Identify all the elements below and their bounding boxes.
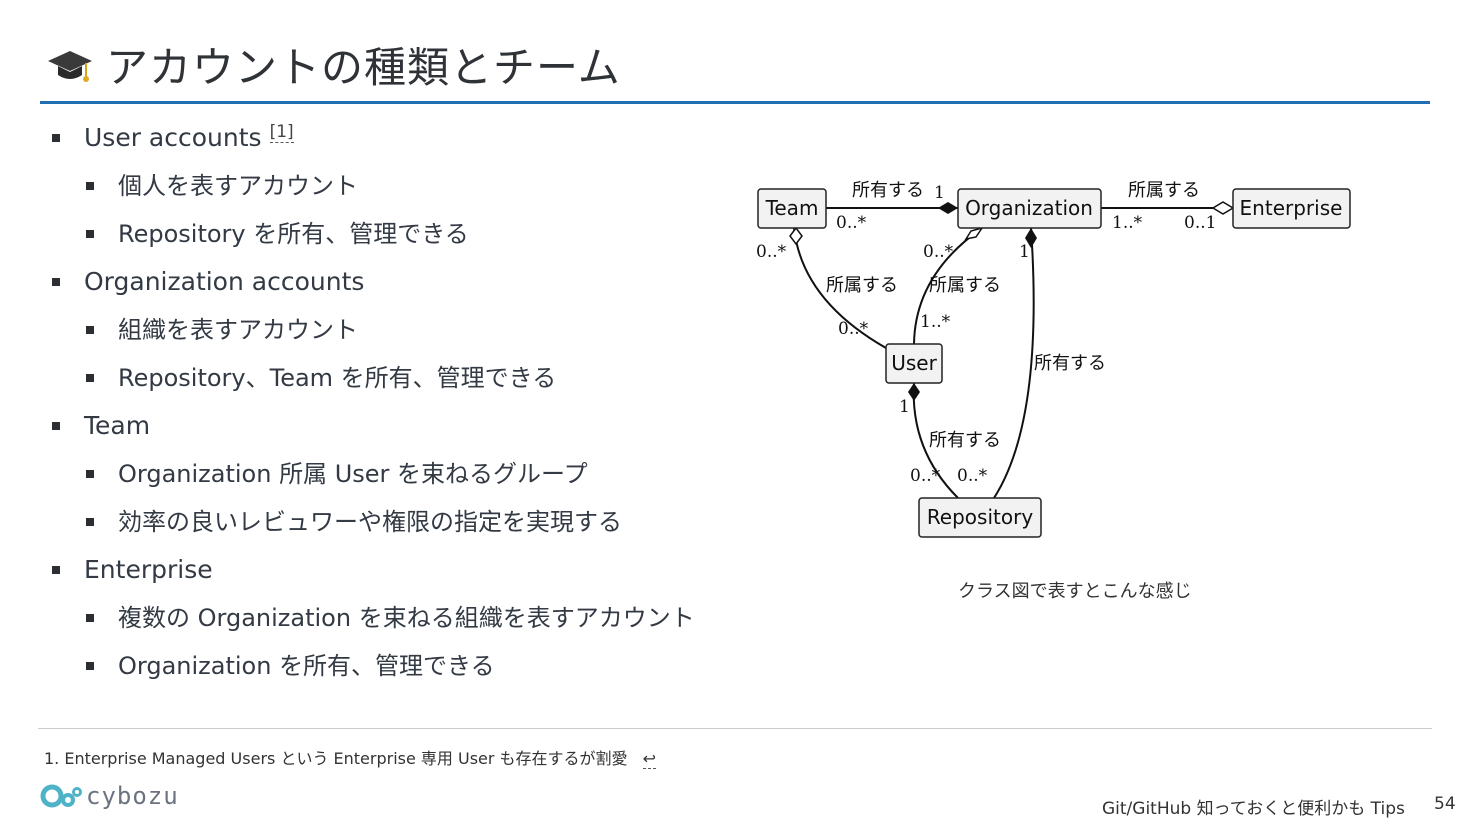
bullet-marker — [86, 614, 94, 622]
aggregation-diamond — [964, 226, 984, 241]
edge-org-repo — [993, 227, 1035, 499]
footnote-number: 1. — [44, 749, 60, 768]
bullet-marker — [52, 422, 60, 430]
class-name: Enterprise — [1240, 196, 1343, 220]
list-item: 個人を表すアカウント — [50, 164, 730, 212]
multiplicity-label: 0..* — [910, 466, 941, 486]
footer-title: Git/GitHub 知っておくと便利かも Tips — [1102, 799, 1405, 819]
cybozu-logo-icon — [40, 784, 82, 808]
list-item: Repository、Team を所有、管理できる — [50, 356, 730, 404]
edge-label: 所有する — [1034, 353, 1106, 374]
list-item-text: User accounts — [84, 123, 262, 152]
composition-diamond — [938, 202, 958, 214]
footnote-ref-link[interactable]: [1] — [269, 121, 294, 143]
bullet-marker — [86, 374, 94, 382]
multiplicity-label: 1..* — [1112, 213, 1143, 233]
multiplicity-label: 1 — [934, 183, 945, 203]
diagram-caption: クラス図で表すとこんな感じ — [958, 581, 1192, 602]
edge-label: 所属する — [826, 275, 898, 296]
list-item-text: Repository を所有、管理できる — [118, 220, 469, 248]
list-item-text: Repository、Team を所有、管理できる — [118, 364, 557, 392]
composition-diamond — [1025, 228, 1037, 248]
bullet-marker — [86, 230, 94, 238]
bullet-marker — [86, 326, 94, 334]
edge-label: 所有する — [852, 180, 924, 201]
edge-label: 所属する — [929, 275, 1001, 296]
list-item-text: Organization を所有、管理できる — [118, 652, 495, 680]
aggregation-diamond — [1211, 201, 1235, 215]
class-name: Team — [765, 196, 819, 220]
page-number: 54 — [1434, 794, 1456, 814]
footnote-divider — [38, 728, 1432, 729]
footnote-text: Enterprise Managed Users という Enterprise … — [64, 749, 628, 768]
bullet-marker — [86, 182, 94, 190]
logo-text: cybozu — [86, 782, 179, 810]
class-box-enterprise: Enterprise — [1232, 188, 1351, 229]
class-name: Repository — [927, 505, 1034, 529]
multiplicity-label: 0..1 — [1184, 213, 1216, 233]
bullet-marker — [86, 470, 94, 478]
list-item-text: 効率の良いレビュワーや権限の指定を実現する — [118, 508, 622, 536]
title-underline — [40, 101, 1430, 104]
list-item-text: Team — [84, 411, 151, 440]
edge-label: 所有する — [929, 430, 1001, 451]
class-name: Organization — [965, 196, 1093, 220]
multiplicity-label: 0..* — [756, 242, 787, 262]
multiplicity-label: 0..* — [836, 213, 867, 233]
list-item-text: 組織を表すアカウント — [118, 316, 358, 344]
bullet-marker — [86, 518, 94, 526]
multiplicity-label: 1 — [899, 397, 910, 417]
class-name: User — [891, 351, 937, 375]
edge-team-user — [793, 227, 887, 349]
multiplicity-label: 1 — [1019, 242, 1030, 262]
multiplicity-label: 0..* — [838, 319, 869, 339]
multiplicity-label: 1..* — [920, 312, 951, 332]
company-logo: cybozu — [40, 782, 179, 810]
list-item-text: Enterprise — [84, 555, 213, 584]
list-item: 組織を表すアカウント — [50, 308, 730, 356]
list-item: Organization accounts — [50, 260, 730, 308]
bullet-marker — [52, 566, 60, 574]
list-item: Team — [50, 404, 730, 452]
edge-label: 所属する — [1128, 180, 1200, 201]
multiplicity-label: 0..* — [923, 242, 954, 262]
list-item-text: Organization accounts — [84, 267, 365, 296]
bullet-marker — [52, 278, 60, 286]
list-item: Organization 所属 User を束ねるグループ — [50, 452, 730, 500]
class-box-organization: Organization — [957, 188, 1102, 229]
diagram-edges — [793, 207, 1233, 499]
list-item: Enterprise — [50, 548, 730, 596]
aggregation-diamond — [789, 226, 803, 246]
footnote: 1. Enterprise Managed Users という Enterpri… — [44, 745, 657, 769]
multiplicity-label: 0..* — [957, 466, 988, 486]
class-box-user: User — [885, 343, 943, 384]
page-title: アカウントの種類とチーム — [106, 43, 621, 92]
list-item: 複数の Organization を束ねる組織を表すアカウント — [50, 596, 730, 644]
list-item: 効率の良いレビュワーや権限の指定を実現する — [50, 500, 730, 548]
bullet-marker — [86, 662, 94, 670]
list-item-text: 個人を表すアカウント — [118, 172, 358, 200]
composition-diamond — [908, 383, 920, 401]
list-item: User accounts [1] — [50, 116, 730, 164]
class-box-repository: Repository — [918, 497, 1042, 538]
bullet-list: User accounts [1] 個人を表すアカウント Repository を… — [50, 116, 730, 692]
list-item-text: Organization 所属 User を束ねるグループ — [118, 460, 588, 488]
bullet-marker — [52, 134, 60, 142]
list-item-text: 複数の Organization を束ねる組織を表すアカウント — [118, 604, 695, 632]
footnote-back-link[interactable]: ↩ — [642, 749, 657, 769]
list-item: Repository を所有、管理できる — [50, 212, 730, 260]
list-item: Organization を所有、管理できる — [50, 644, 730, 692]
class-box-team: Team — [757, 188, 827, 229]
slide-title-row: アカウントの種類とチーム — [46, 34, 621, 95]
graduation-cap-icon — [48, 50, 92, 82]
class-diagram: Team Organization Enterprise User Reposi… — [756, 180, 1351, 538]
